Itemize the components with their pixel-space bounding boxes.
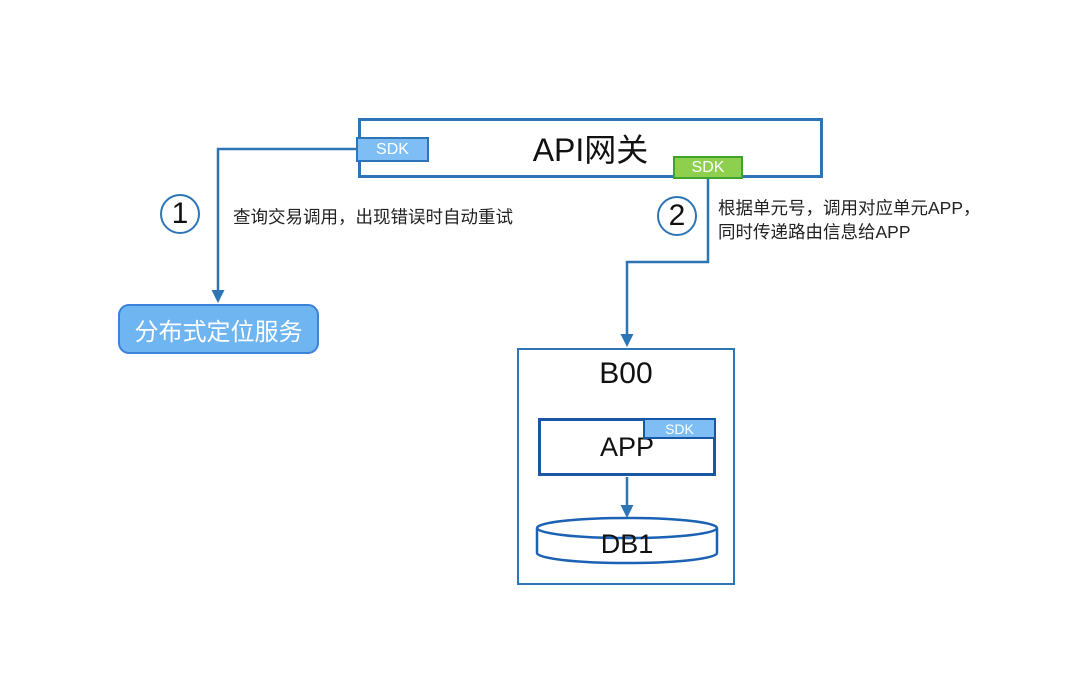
app-box: APP	[538, 418, 716, 476]
step-2-circle: 2	[657, 196, 697, 236]
gateway-sdk-left-badge: SDK	[356, 137, 429, 162]
gateway-sdk-right-badge: SDK	[673, 156, 743, 179]
step-2-description: 根据单元号，调用对应单元APP， 同时传递路由信息给APP	[718, 196, 981, 244]
step-2-description-line1: 根据单元号，调用对应单元APP，	[718, 198, 981, 218]
gateway-sdk-right-label: SDK	[691, 158, 725, 176]
step-2-number: 2	[668, 199, 686, 232]
api-gateway-title: API网关	[532, 132, 649, 168]
step-2-description-line2: 同时传递路由信息给APP	[718, 222, 911, 242]
location-service-box: 分布式定位服务	[118, 304, 319, 354]
step-1-description: 查询交易调用，出现错误时自动重试	[233, 207, 513, 227]
app-sdk-label: SDK	[665, 420, 694, 437]
api-gateway-box: API网关	[358, 118, 823, 178]
gateway-sdk-left-label: SDK	[376, 140, 409, 158]
step-1-circle: 1	[160, 194, 200, 234]
unit-b00-title: B00	[599, 357, 653, 390]
db1-label: DB1	[600, 529, 654, 559]
location-service-label: 分布式定位服务	[134, 318, 303, 346]
unit-b00-box	[517, 348, 735, 585]
step-1-number: 1	[171, 197, 189, 230]
app-sdk-badge: SDK	[643, 418, 716, 439]
